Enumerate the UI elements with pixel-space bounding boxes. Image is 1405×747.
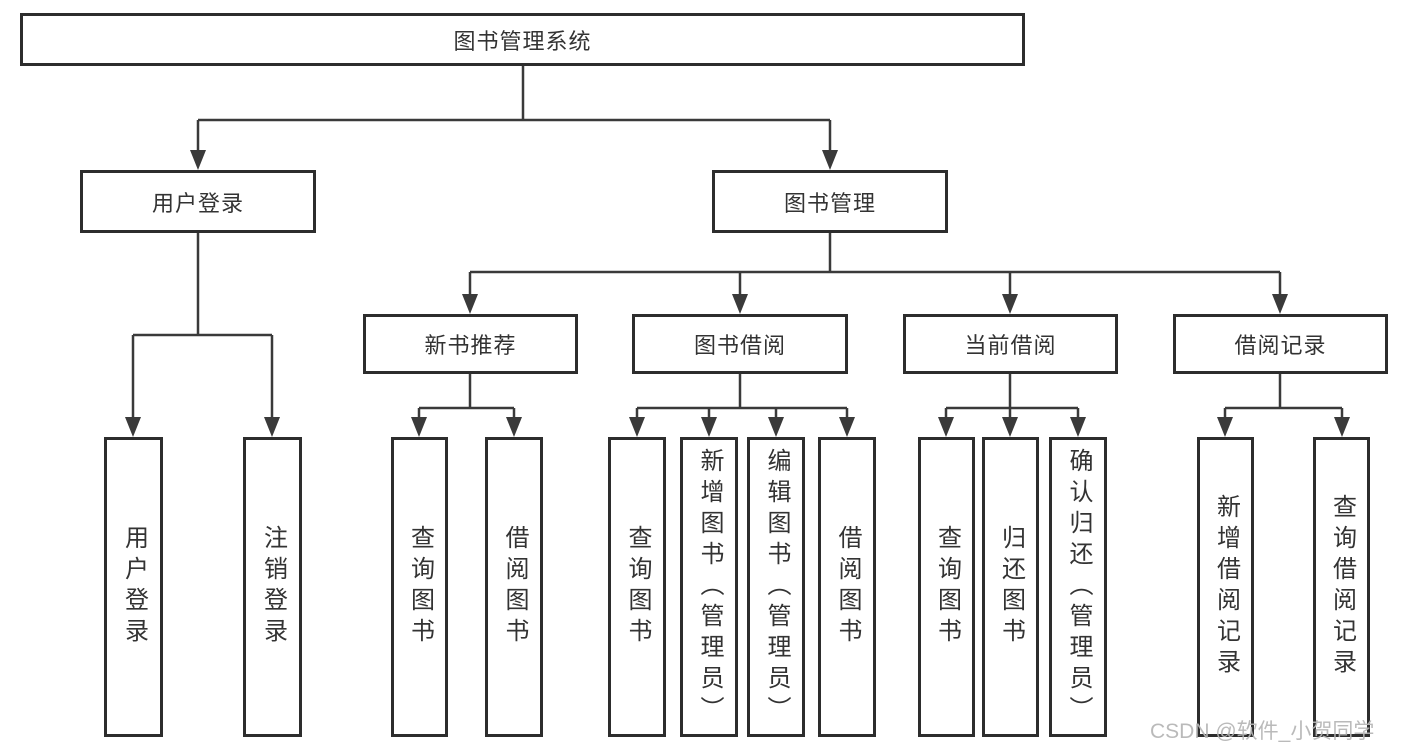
node-borrowing-records: 借阅记录 [1173,314,1388,374]
leaf-current-query-books: 查询图书 [918,437,975,737]
node-book-management-label: 图书管理 [783,190,876,216]
leaf-borrowing-edit-books-admin: 编辑图书（管理员） [747,437,805,737]
node-root-label: 图书管理系统 [453,28,592,54]
node-borrowing-records-label: 借阅记录 [1234,333,1327,358]
node-book-borrowing: 图书借阅 [632,314,848,374]
leaf-borrowing-query-books: 查询图书 [608,437,666,737]
leaf-borrowing-edit-books-admin-label: 编辑图书（管理员） [763,447,790,727]
leaf-borrowing-add-books-admin-label: 新增图书（管理员） [696,447,723,727]
node-user-login: 用户登录 [80,170,316,233]
leaf-user-login-label: 用户登录 [120,525,148,649]
connector-arrowheads [125,150,1350,437]
leaf-logout: 注销登录 [243,437,302,737]
leaf-records-add-record-label: 新增借阅记录 [1212,494,1240,680]
node-root: 图书管理系统 [20,13,1025,66]
leaf-newbook-query-books: 查询图书 [391,437,448,737]
leaf-records-query-record: 查询借阅记录 [1313,437,1370,737]
leaf-current-return-books: 归还图书 [982,437,1039,737]
leaf-borrowing-borrow-books-label: 借阅图书 [834,525,861,649]
node-current-borrowing: 当前借阅 [903,314,1118,374]
leaf-borrowing-add-books-admin: 新增图书（管理员） [680,437,738,737]
connector-paths [131,66,1344,421]
leaf-borrowing-query-books-label: 查询图书 [624,525,651,649]
leaf-newbook-borrow-books-label: 借阅图书 [501,525,528,649]
leaf-records-query-record-label: 查询借阅记录 [1328,494,1356,680]
node-book-management: 图书管理 [712,170,948,233]
node-new-book-recommendation: 新书推荐 [363,314,578,374]
leaf-current-query-books-label: 查询图书 [933,525,961,649]
leaf-logout-label: 注销登录 [259,525,287,649]
leaf-records-add-record: 新增借阅记录 [1197,437,1254,737]
leaf-current-return-books-label: 归还图书 [997,525,1025,649]
watermark: CSDN @软件_小贺同学 [1150,720,1375,743]
node-book-borrowing-label: 图书借阅 [693,333,786,358]
leaf-borrowing-borrow-books: 借阅图书 [818,437,876,737]
leaf-current-confirm-return-admin: 确认归还（管理员） [1049,437,1107,737]
node-current-borrowing-label: 当前借阅 [964,333,1057,358]
leaf-newbook-borrow-books: 借阅图书 [485,437,543,737]
leaf-current-confirm-return-admin-label: 确认归还（管理员） [1065,447,1092,727]
leaf-newbook-query-books-label: 查询图书 [406,525,434,649]
node-user-login-label: 用户登录 [151,190,244,216]
node-new-book-recommendation-label: 新书推荐 [424,333,517,358]
leaf-user-login: 用户登录 [104,437,163,737]
